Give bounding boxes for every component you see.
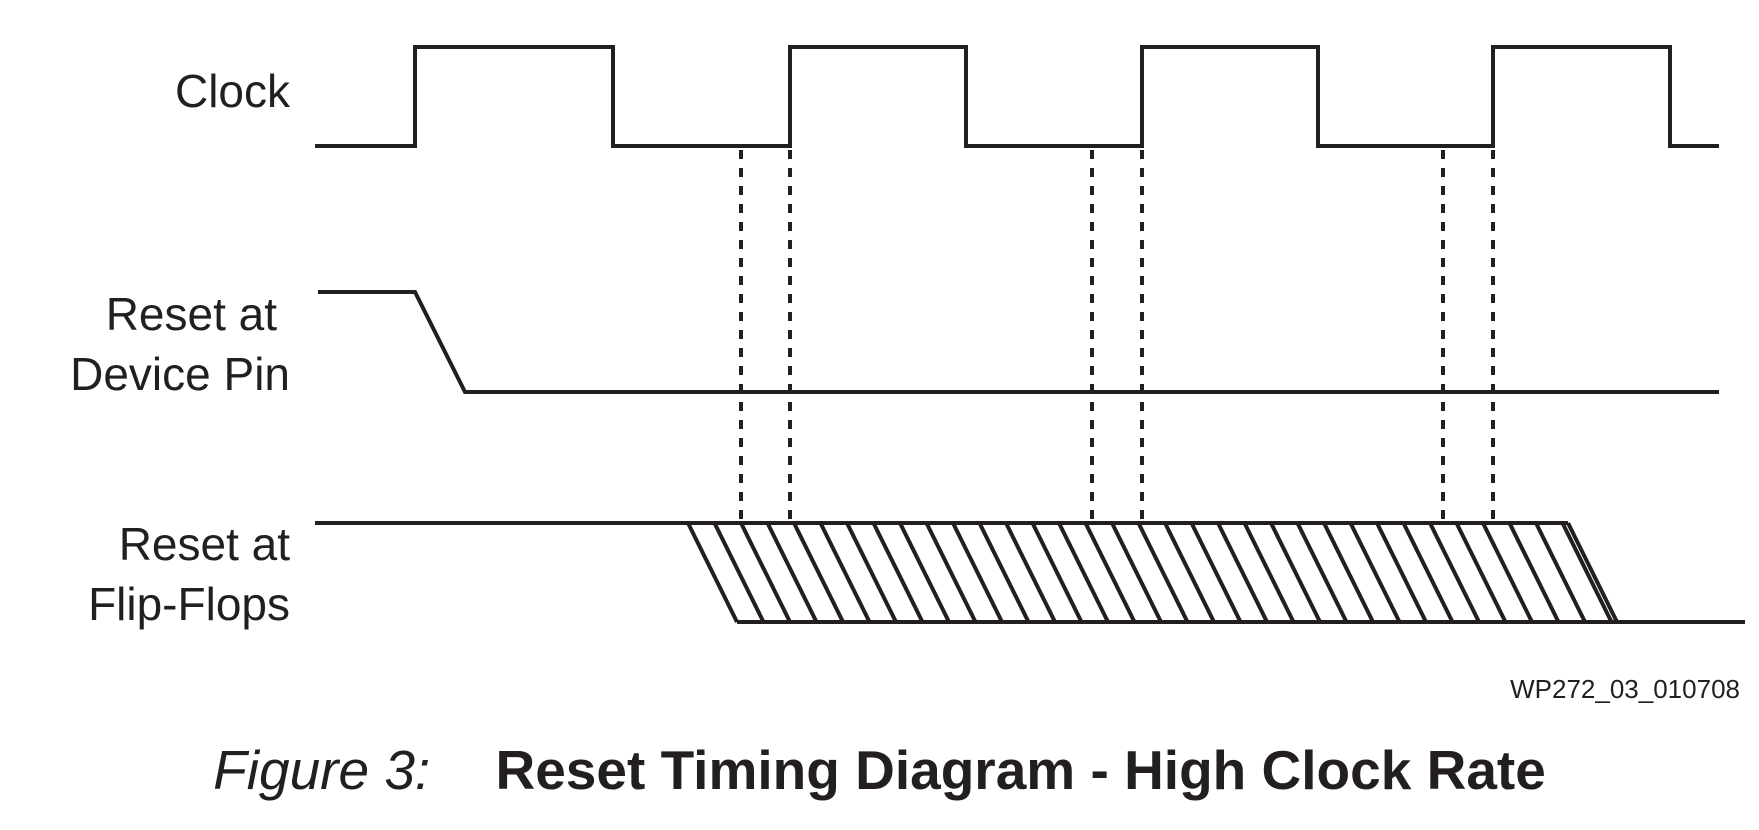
hatch-line	[1242, 522, 1296, 623]
hatch-line	[1322, 522, 1375, 623]
hatch-line	[1295, 522, 1349, 623]
hatch-line	[1110, 522, 1163, 623]
hatch-line	[1428, 522, 1481, 623]
hatch-line	[712, 522, 766, 623]
reset-ff-uncertainty-region	[315, 521, 1745, 624]
hatch-line	[898, 522, 951, 623]
hatch-line	[845, 522, 898, 623]
document-id: WP272_03_010708	[1510, 674, 1740, 704]
figure-caption: Figure 3: Reset Timing Diagram - High Cl…	[0, 735, 1759, 805]
hatch-line	[1136, 522, 1190, 623]
hatch-line	[1004, 522, 1057, 623]
hatch-line	[977, 522, 1031, 623]
reset-ff-label-line2: Flip-Flops	[88, 578, 290, 630]
timing-guides	[739, 150, 1495, 523]
reset-ff-trailing-edge	[1566, 522, 1619, 623]
hatch-line	[1560, 522, 1614, 623]
hatch-line	[1057, 522, 1110, 623]
reset-ff-leading-edge	[686, 522, 739, 623]
figure-title: Reset Timing Diagram - High Clock Rate	[495, 739, 1546, 801]
figure-number: Figure 3:	[213, 739, 431, 801]
reset-ff-label-line1: Reset at	[119, 518, 291, 570]
reset-pin-label-line2: Device Pin	[70, 348, 290, 400]
hatch-line	[1507, 522, 1561, 623]
hatch-line	[765, 522, 819, 623]
hatch-line	[924, 522, 978, 623]
hatch-lines	[712, 522, 1614, 623]
hatch-line	[1348, 522, 1402, 623]
hatch-line	[1481, 522, 1534, 623]
hatch-line	[871, 522, 925, 623]
hatch-line	[1375, 522, 1428, 623]
hatch-line	[1269, 522, 1322, 623]
hatch-line	[1083, 522, 1137, 623]
hatch-line	[1534, 522, 1587, 623]
clock-waveform	[315, 45, 1719, 148]
reset-pin-label-line1: Reset at	[106, 288, 278, 340]
hatch-line	[1454, 522, 1508, 623]
clock-label: Clock	[175, 65, 291, 117]
reset-pin-waveform	[318, 290, 1719, 394]
hatch-line	[739, 522, 792, 623]
hatch-line	[792, 522, 845, 623]
hatch-line	[1163, 522, 1216, 623]
hatch-line	[1216, 522, 1269, 623]
hatch-line	[818, 522, 872, 623]
hatch-line	[1030, 522, 1084, 623]
hatch-line	[1189, 522, 1243, 623]
hatch-line	[1401, 522, 1455, 623]
hatch-line	[951, 522, 1004, 623]
